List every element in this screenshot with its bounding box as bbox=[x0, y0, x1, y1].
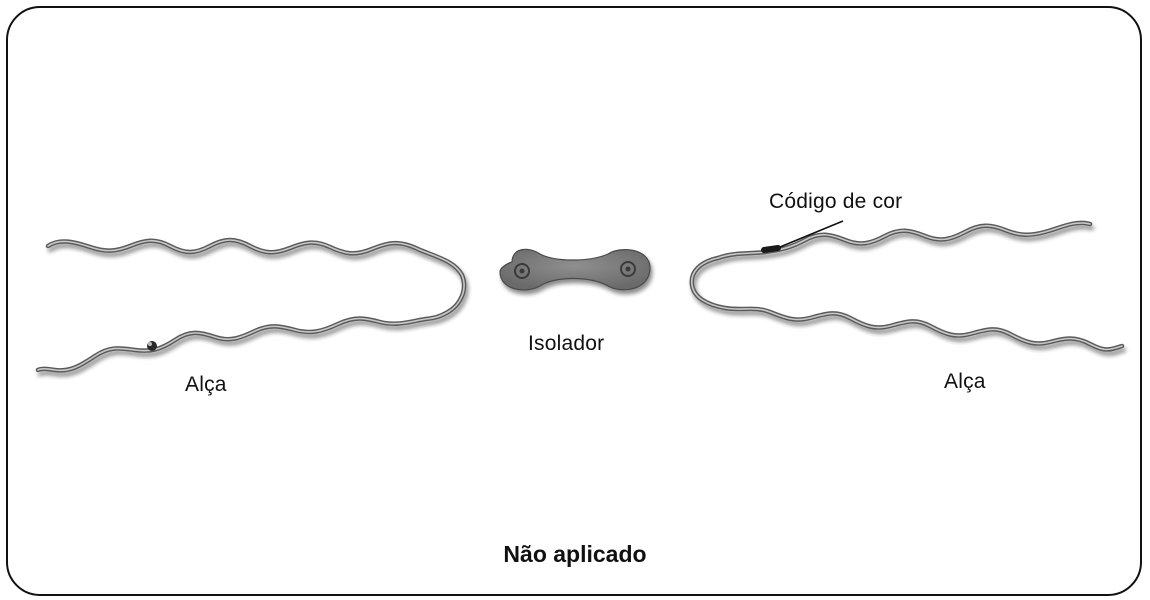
color-code-leader-line bbox=[779, 220, 844, 248]
color-code-label: Código de cor bbox=[769, 190, 903, 213]
right-loop-label: Alça bbox=[944, 370, 986, 393]
left-rod-knot bbox=[147, 341, 157, 351]
insulator-label: Isolador bbox=[528, 332, 605, 355]
insulator-left-eye bbox=[514, 263, 530, 279]
color-code-mark bbox=[761, 245, 781, 253]
diagram-caption: Não aplicado bbox=[503, 541, 647, 567]
insulator-shape bbox=[499, 248, 651, 291]
insulator-right-eye bbox=[620, 261, 636, 277]
left-loop-label: Alça bbox=[185, 373, 227, 396]
diagram-frame bbox=[6, 6, 1142, 596]
right-loop-rod bbox=[689, 220, 1125, 352]
left-loop-rod bbox=[35, 237, 467, 373]
